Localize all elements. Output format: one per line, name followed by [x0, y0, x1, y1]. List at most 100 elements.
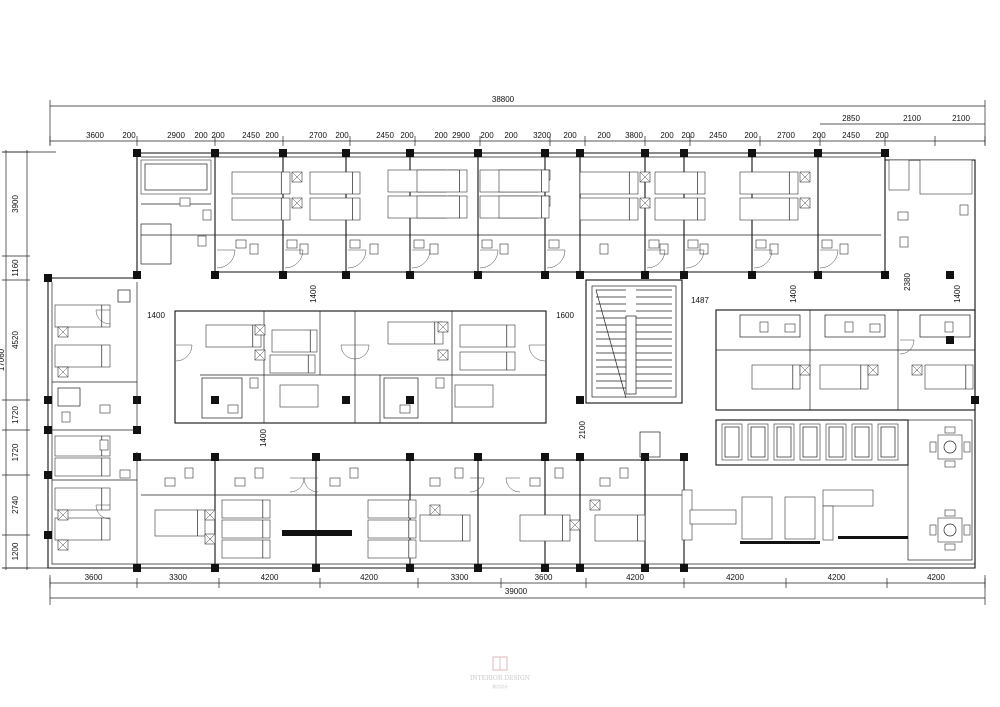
chair-mark: [57, 539, 69, 551]
door-swing: [479, 249, 499, 269]
toilet: [202, 209, 212, 221]
bed: [498, 169, 550, 193]
bed: [54, 435, 111, 457]
bed: [459, 351, 516, 371]
top-dim-label: 200: [875, 131, 889, 140]
chair-mark: [437, 349, 449, 361]
chair-mark: [867, 364, 879, 376]
bath-block: [824, 314, 886, 338]
toilet: [659, 243, 669, 255]
toilet: [899, 236, 909, 248]
top-dim-label: 200: [400, 131, 414, 140]
toilet: [454, 467, 464, 479]
bed: [221, 499, 271, 519]
column: [748, 149, 756, 157]
toilet: [299, 243, 309, 255]
bed: [416, 169, 468, 193]
top-dim-label: 200: [335, 131, 349, 140]
column: [541, 149, 549, 157]
toilet: [944, 321, 954, 333]
column: [814, 271, 822, 279]
sink: [481, 239, 493, 249]
top-dim-label: 200: [122, 131, 136, 140]
column: [211, 453, 219, 461]
left-dim-label: 1200: [11, 542, 20, 560]
sink: [784, 323, 796, 333]
column: [406, 271, 414, 279]
right-rooms-furniture: [721, 314, 974, 551]
sink: [99, 404, 111, 414]
closet: [57, 387, 81, 407]
chair: [944, 460, 956, 468]
chair: [963, 441, 971, 453]
bed: [419, 514, 471, 542]
sink: [429, 477, 441, 487]
bathtub-right: [888, 159, 910, 191]
left-wing-rooms: [52, 282, 138, 564]
bed: [739, 197, 799, 221]
storage: [140, 223, 172, 265]
bed: [154, 509, 206, 537]
door-swing: [753, 249, 773, 269]
bed: [309, 171, 361, 195]
column: [474, 564, 482, 572]
bottom-dim-label: 4200: [261, 573, 279, 582]
bath-block: [919, 314, 971, 338]
chair-mark: [799, 171, 811, 183]
bed: [416, 195, 468, 219]
column: [342, 271, 350, 279]
bath-block: [739, 314, 801, 338]
column: [44, 396, 52, 404]
column: [279, 149, 287, 157]
table-center: [943, 440, 957, 454]
bathtub-right-2: [919, 159, 973, 195]
column: [541, 271, 549, 279]
left-dim-label: 3900: [11, 195, 20, 213]
column: [748, 271, 756, 279]
sink: [349, 239, 361, 249]
chair-mark: [254, 349, 266, 361]
toilet: [249, 243, 259, 255]
wall-segment: [282, 530, 352, 536]
bathtub: [454, 384, 494, 408]
dim-1487: 1487: [691, 296, 709, 305]
watermark-title: INTERIOR DESIGN: [470, 675, 530, 682]
sink: [755, 239, 767, 249]
column: [211, 149, 219, 157]
door-swing: [411, 249, 431, 269]
sink: [413, 239, 425, 249]
top-dim-label: 3800: [625, 131, 643, 140]
column: [881, 271, 889, 279]
top-dim-label: 200: [265, 131, 279, 140]
top-dim-label: 3600: [86, 131, 104, 140]
top-dim-label: 200: [563, 131, 577, 140]
top-dim-row0-1: 2850: [842, 114, 860, 123]
column: [406, 396, 414, 404]
chair-mark: [57, 509, 69, 521]
chair-mark: [57, 366, 69, 378]
column: [474, 271, 482, 279]
chair-mark: [569, 519, 581, 531]
sink: [897, 211, 909, 221]
column: [576, 564, 584, 572]
sink: [235, 239, 247, 249]
column: [44, 471, 52, 479]
column: [211, 396, 219, 404]
column: [576, 149, 584, 157]
table-center: [943, 523, 957, 537]
stair-arrow: [595, 289, 627, 399]
bottom-dim-label: 3300: [169, 573, 187, 582]
column: [680, 564, 688, 572]
left-dim-label: 4520: [11, 331, 20, 349]
bath-room: [383, 377, 419, 419]
column: [541, 453, 549, 461]
bed: [367, 499, 417, 519]
top-dim-label: 200: [744, 131, 758, 140]
sink: [234, 477, 246, 487]
toilet: [184, 467, 194, 479]
bed: [367, 539, 417, 559]
column: [406, 149, 414, 157]
